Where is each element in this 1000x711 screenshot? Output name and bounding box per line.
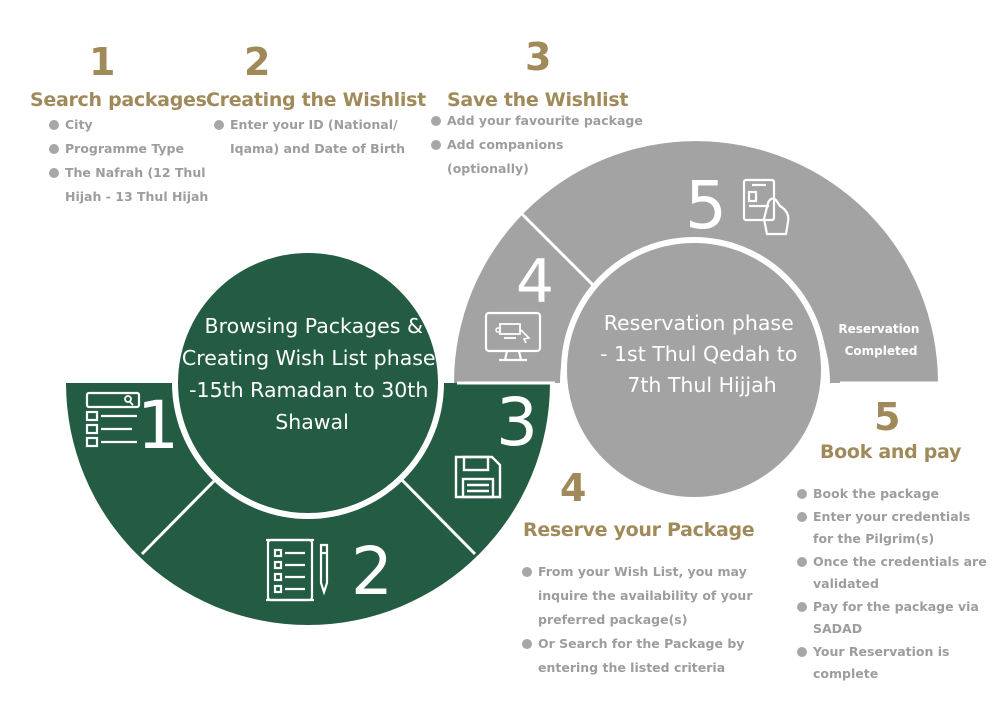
step-3-bullets: Add your favourite package Add companion… xyxy=(429,109,644,181)
ring-label-2: 2 xyxy=(351,533,393,610)
list-item: Your Reservation is complete xyxy=(795,641,990,686)
list-item: Programme Type xyxy=(47,137,212,161)
browsing-phase-text: Browsing Packages & Creating Wish List p… xyxy=(182,314,442,434)
checklist-pen-icon xyxy=(266,538,329,602)
step-4-number: 4 xyxy=(560,466,587,510)
computer-monitor-icon xyxy=(484,311,542,362)
ring-label-4: 4 xyxy=(516,247,554,317)
list-item: Or Search for the Package by entering th… xyxy=(520,632,760,680)
list-item: Pay for the package via SADAD xyxy=(795,596,990,641)
list-item: Add companions (optionally) xyxy=(429,133,644,181)
list-item: From your Wish List, you may inquire the… xyxy=(520,560,760,632)
reservation-phase-circle xyxy=(561,237,827,503)
step-5-number: 5 xyxy=(874,395,901,439)
list-item: Add your favourite package xyxy=(429,109,644,133)
search-list-icon xyxy=(85,391,141,448)
list-item: The Nafrah (12 Thul Hijah - 13 Thul Hija… xyxy=(47,161,212,209)
list-item: Book the package xyxy=(795,483,990,506)
step-2-title: Creating the Wishlist xyxy=(206,89,426,111)
step-4-title: Reserve your Package xyxy=(523,519,755,541)
step-1-number: 1 xyxy=(89,40,116,84)
step-3-title: Save the Wishlist xyxy=(447,89,629,111)
ring-dividers xyxy=(140,212,938,556)
step-4-bullets: From your Wish List, you may inquire the… xyxy=(520,560,760,680)
step-1-title: Search packages xyxy=(30,89,207,111)
reservation-completed-label: Reservation Completed xyxy=(838,322,923,358)
list-item: Enter your ID (National/ Iqama) and Date… xyxy=(212,113,417,161)
step-5-bullets: Book the package Enter your credentials … xyxy=(795,483,990,686)
card-payment-icon xyxy=(742,178,790,236)
ring-label-3: 3 xyxy=(496,384,538,461)
list-item: Once the credentials are validated xyxy=(795,551,990,596)
floppy-disk-icon xyxy=(454,455,502,499)
step-2-number: 2 xyxy=(244,40,271,84)
list-item: City xyxy=(47,113,212,137)
step-2-bullets: Enter your ID (National/ Iqama) and Date… xyxy=(212,113,417,161)
step-1-bullets: City Programme Type The Nafrah (12 Thul … xyxy=(47,113,212,209)
reservation-phase-text: Reservation phase - 1st Thul Qedah to 7t… xyxy=(600,311,804,397)
browsing-phase-circle xyxy=(172,247,444,519)
step-3-number: 3 xyxy=(525,35,552,79)
step-5-title: Book and pay xyxy=(820,441,962,463)
ring-label-1: 1 xyxy=(137,387,179,464)
list-item: Enter your credentials for the Pilgrim(s… xyxy=(795,506,990,551)
ring-label-5: 5 xyxy=(685,167,727,244)
